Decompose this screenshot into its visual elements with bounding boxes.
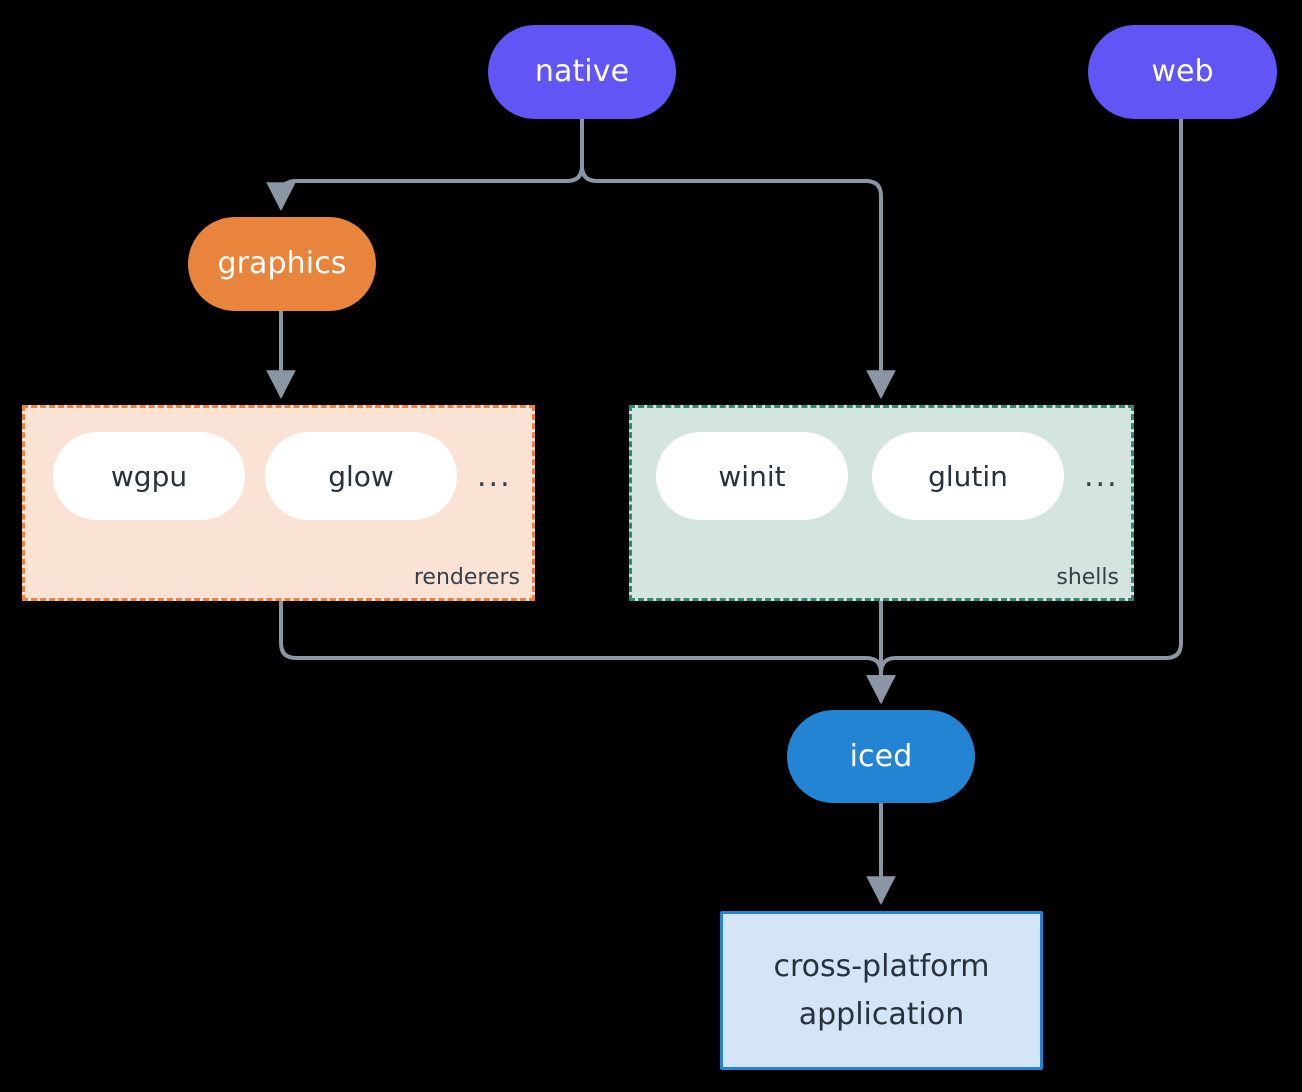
node-native-label: native — [534, 54, 630, 90]
node-glow[interactable]: glow — [265, 432, 457, 520]
node-iced[interactable]: iced — [787, 710, 975, 803]
node-graphics-label: graphics — [217, 246, 347, 282]
edge-renderers-to-iced — [279, 599, 896, 705]
node-cross-platform-application[interactable]: cross-platform application — [720, 911, 1043, 1070]
group-renderers-label: renderers — [413, 565, 520, 590]
node-wgpu-label: wgpu — [110, 459, 188, 493]
node-iced-label: iced — [849, 738, 913, 774]
node-glow-label: glow — [328, 459, 394, 493]
node-web-label: web — [1151, 54, 1214, 90]
node-application-line-1: cross-platform — [773, 949, 990, 984]
edge-native-to-graphics — [266, 117, 584, 212]
group-shells[interactable]: winit glutin ... shells — [629, 405, 1134, 601]
node-web[interactable]: web — [1088, 25, 1277, 119]
node-wgpu[interactable]: wgpu — [53, 432, 245, 520]
node-glutin-label: glutin — [928, 459, 1008, 493]
node-winit-label: winit — [718, 459, 786, 493]
group-shells-label: shells — [1056, 565, 1119, 590]
node-application-line-2: application — [798, 996, 965, 1032]
node-glutin[interactable]: glutin — [872, 432, 1064, 520]
renderers-overflow-ellipsis: ... — [477, 458, 512, 494]
edge-native-to-shells — [580, 117, 896, 400]
node-native[interactable]: native — [488, 25, 676, 119]
shells-overflow-ellipsis: ... — [1084, 458, 1119, 494]
node-winit[interactable]: winit — [656, 432, 848, 520]
node-graphics[interactable]: graphics — [188, 217, 376, 311]
group-renderers[interactable]: wgpu glow ... renderers — [22, 405, 535, 601]
